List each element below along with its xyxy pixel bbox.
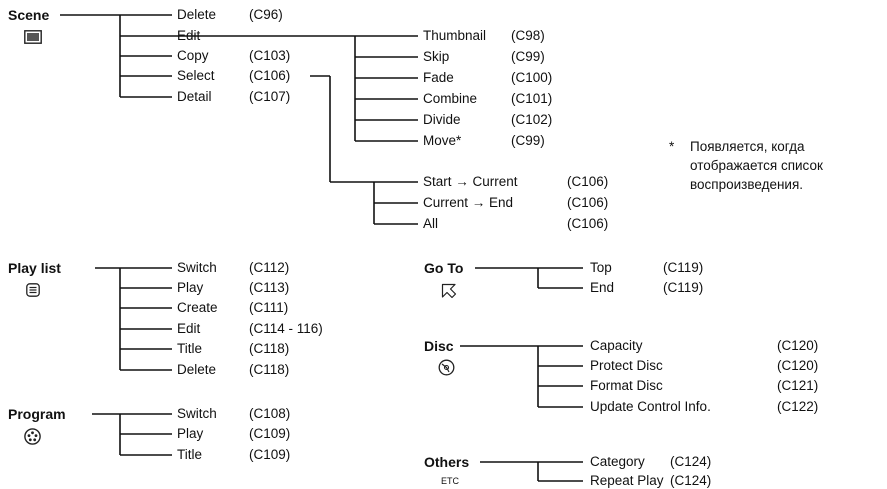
scene-item-delete[interactable]: Delete: [177, 7, 217, 22]
disc-item-format-ref: (C121): [777, 378, 819, 393]
others-title: Others: [424, 454, 470, 470]
footnote-line-2: отображается список: [690, 158, 823, 173]
playlist-item-title[interactable]: Title: [177, 341, 203, 356]
edit-item-move-ref: (C99): [511, 133, 545, 148]
goto-item-top-ref: (C119): [663, 260, 704, 275]
scene-item-detail[interactable]: Detail: [177, 89, 212, 104]
scene-item-select-ref: (C106): [249, 68, 291, 83]
playlist-item-delete-ref: (C118): [249, 362, 290, 377]
edit-item-move[interactable]: Move*: [423, 133, 462, 148]
scene-icon: [24, 30, 42, 44]
program-item-play[interactable]: Play: [177, 426, 204, 441]
program-item-switch-ref: (C108): [249, 406, 291, 421]
select-item-all[interactable]: All: [423, 216, 439, 231]
select-item-current-end[interactable]: Current → End: [423, 195, 514, 210]
playlist-item-title-ref: (C118): [249, 341, 290, 356]
goto-item-top[interactable]: Top: [590, 260, 612, 275]
playlist-item-play-ref: (C113): [249, 280, 290, 295]
playlist-item-switch-ref: (C112): [249, 260, 290, 275]
edit-item-divide[interactable]: Divide: [423, 112, 461, 127]
others-item-category-ref: (C124): [670, 454, 712, 469]
edit-item-skip-ref: (C99): [511, 49, 545, 64]
scene-item-select[interactable]: Select: [177, 68, 215, 83]
scene-item-delete-ref: (C96): [249, 7, 283, 22]
goto-icon: [441, 283, 457, 299]
program-item-play-ref: (C109): [249, 426, 291, 441]
others-item-repeat-play[interactable]: Repeat Play: [590, 473, 664, 488]
edit-item-divide-ref: (C102): [511, 112, 553, 127]
goto-item-end[interactable]: End: [590, 280, 615, 295]
disc-item-protect[interactable]: Protect Disc: [590, 358, 663, 373]
others-item-category[interactable]: Category: [590, 454, 645, 469]
edit-item-skip[interactable]: Skip: [423, 49, 450, 64]
edit-item-thumbnail[interactable]: Thumbnail: [423, 28, 487, 43]
goto-item-end-ref: (C119): [663, 280, 704, 295]
footnote-line-3: воспроизведения.: [690, 177, 804, 192]
playlist-item-play[interactable]: Play: [177, 280, 204, 295]
playlist-item-delete[interactable]: Delete: [177, 362, 217, 377]
disc-item-format[interactable]: Format Disc: [590, 378, 663, 393]
edit-item-thumbnail-ref: (C98): [511, 28, 545, 43]
disc-item-protect-ref: (C120): [777, 358, 819, 373]
playlist-item-create-ref: (C111): [249, 300, 289, 315]
disc-icon: [438, 359, 455, 376]
select-item-start-current-ref: (C106): [567, 174, 609, 189]
scene-item-detail-ref: (C107): [249, 89, 291, 104]
playlist-icon: [26, 283, 40, 297]
playlist-item-switch[interactable]: Switch: [177, 260, 217, 275]
others-etc-icon: ETC: [441, 476, 459, 486]
program-item-switch[interactable]: Switch: [177, 406, 217, 421]
program-title: Program: [8, 406, 66, 422]
edit-item-combine-ref: (C101): [511, 91, 553, 106]
program-icon: [24, 428, 41, 445]
select-item-start-current[interactable]: Start → Current: [423, 174, 518, 189]
scene-item-copy[interactable]: Copy: [177, 48, 209, 63]
scene-title: Scene: [8, 7, 50, 23]
disc-item-capacity-ref: (C120): [777, 338, 819, 353]
disc-item-capacity[interactable]: Capacity: [590, 338, 643, 353]
edit-item-fade[interactable]: Fade: [423, 70, 454, 85]
playlist-item-edit-ref: (C114 - 116): [249, 321, 323, 336]
disc-title: Disc: [424, 338, 454, 354]
disc-item-update-control[interactable]: Update Control Info.: [590, 399, 711, 414]
edit-item-fade-ref: (C100): [511, 70, 553, 85]
scene-item-edit[interactable]: Edit: [177, 28, 201, 43]
goto-title: Go To: [424, 260, 464, 276]
footnote-line-1: Появляется, когда: [690, 139, 805, 154]
others-item-repeat-play-ref: (C124): [670, 473, 712, 488]
playlist-title: Play list: [8, 260, 61, 276]
edit-item-combine[interactable]: Combine: [423, 91, 478, 106]
select-item-all-ref: (C106): [567, 216, 609, 231]
footnote-star: *: [669, 139, 675, 154]
program-item-title-ref: (C109): [249, 447, 291, 462]
program-item-title[interactable]: Title: [177, 447, 203, 462]
playlist-item-edit[interactable]: Edit: [177, 321, 201, 336]
scene-item-copy-ref: (C103): [249, 48, 291, 63]
select-item-current-end-ref: (C106): [567, 195, 609, 210]
disc-item-update-control-ref: (C122): [777, 399, 819, 414]
playlist-item-create[interactable]: Create: [177, 300, 218, 315]
